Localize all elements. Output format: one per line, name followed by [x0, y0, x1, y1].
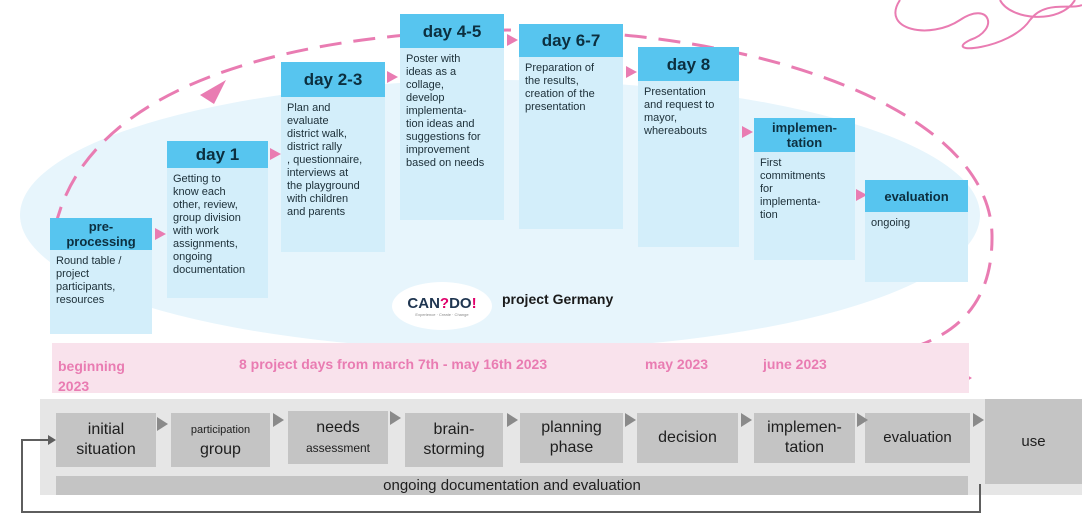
timeline-beginning: beginning 2023	[58, 358, 125, 394]
logo-subtext: Experience · Create · Change	[415, 312, 469, 317]
step-text: Presentation and request to mayor, where…	[644, 86, 715, 137]
step-day-6-7: day 6-7 Preparation of the results, crea…	[519, 24, 623, 229]
step-arrow	[626, 66, 637, 78]
step-text: ongoing	[871, 217, 911, 229]
step-arrow	[155, 228, 166, 240]
step-arrow	[856, 189, 867, 201]
step-text: Preparation of the results, creation of …	[525, 62, 595, 113]
cando-logo: CAN?DO! Experience · Create · Change	[392, 282, 492, 330]
process-implementation: implemen-tation	[754, 413, 855, 463]
step-text: Round table / project participants, reso…	[56, 255, 122, 306]
step-day-8: day 8 Presentation and request to mayor,…	[638, 47, 739, 247]
step-title: day 2-3	[281, 62, 385, 97]
step-text: First commitments for implementa- tion	[760, 157, 826, 221]
process-evaluation: evaluation	[865, 413, 970, 463]
step-title: day 6-7	[519, 24, 623, 57]
timeline-span: 8 project days from march 7th - may 16th…	[239, 356, 548, 372]
step-title: evaluation	[865, 180, 968, 212]
step-text: Poster with ideas as a collage, develop …	[406, 53, 485, 169]
step-text: Plan and evaluate district walk, distric…	[287, 102, 363, 218]
dashed-arc	[53, 28, 994, 347]
scribble	[894, 0, 1082, 50]
step-title: day 1	[167, 141, 268, 168]
step-text: Getting to know each other, review, grou…	[173, 173, 246, 276]
logo-wordmark: CAN?DO!	[407, 295, 477, 312]
timeline-may: may 2023	[645, 356, 709, 372]
step-preprocessing: pre- processing Round table / project pa…	[50, 218, 152, 334]
timeline-band	[52, 343, 969, 393]
step-day-4-5: day 4-5 Poster with ideas as a collage, …	[400, 14, 504, 220]
step-title: day 8	[638, 47, 739, 81]
step-arrow	[270, 148, 281, 160]
process-decision: decision	[637, 413, 738, 463]
step-title: day 4-5	[400, 14, 504, 48]
timeline-june: june 2023	[763, 356, 827, 372]
step-implementation: implemen- tation First commitments for i…	[754, 118, 855, 260]
documentation-strip: ongoing documentation and evaluation	[56, 476, 968, 495]
step-arrow	[387, 71, 398, 83]
step-day-1: day 1 Getting to know each other, review…	[167, 141, 268, 298]
process-use: use	[985, 399, 1082, 484]
arc-arrowhead	[200, 80, 226, 104]
step-evaluation: evaluation ongoing	[865, 180, 968, 282]
step-title: pre- processing	[50, 218, 152, 250]
project-label: project Germany	[502, 291, 614, 307]
step-title: implemen- tation	[754, 118, 855, 152]
step-arrow	[742, 126, 753, 138]
process-brainstorming: brain-storming	[405, 413, 503, 467]
step-arrow	[507, 34, 518, 46]
step-day-2-3: day 2-3 Plan and evaluate district walk,…	[281, 62, 385, 252]
